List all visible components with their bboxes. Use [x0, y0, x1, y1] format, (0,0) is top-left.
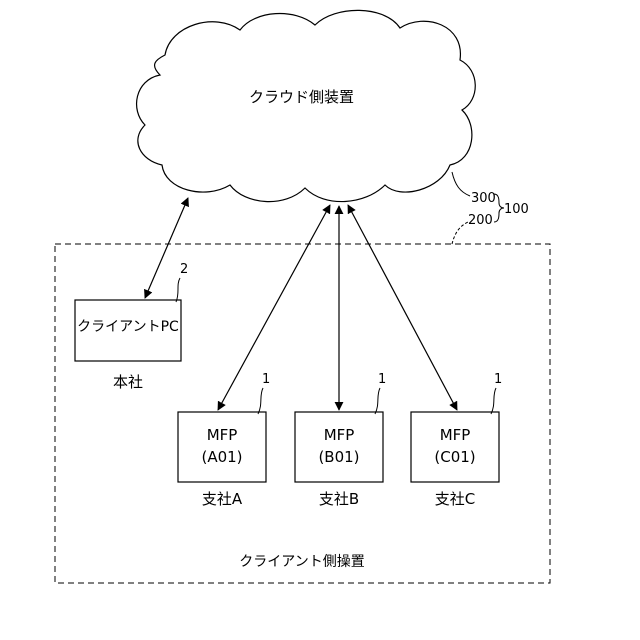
ref-1-label-b: 1	[378, 373, 386, 386]
ref-300-leader	[452, 172, 470, 196]
mfp-box-a	[178, 412, 266, 482]
cloud-label: クラウド側装置	[249, 90, 354, 105]
ref-300-label: 300	[471, 192, 496, 205]
ref-200-label: 200	[468, 214, 493, 227]
arrow-cloud-mfp-a	[218, 205, 330, 410]
headquarters-caption: 本社	[113, 375, 143, 390]
mfp-c-name: MFP	[440, 428, 471, 443]
ref-200-leader	[452, 222, 468, 244]
ref-1-leader-a	[258, 388, 263, 414]
ref-1-leader-c	[491, 388, 496, 414]
client-area-label: クライアント側操置	[239, 555, 364, 569]
branch-b-caption: 支社B	[319, 492, 359, 507]
mfp-b-name: MFP	[324, 428, 355, 443]
branch-c-caption: 支社C	[435, 492, 475, 507]
mfp-b-id: (B01)	[318, 450, 359, 465]
ref-2-label: 2	[180, 263, 188, 276]
mfp-box-c	[411, 412, 499, 482]
ref-1-leader-b	[375, 388, 380, 414]
mfp-a-name: MFP	[207, 428, 238, 443]
arrow-cloud-client-pc	[145, 198, 188, 298]
ref-100-label: 100	[504, 203, 529, 216]
mfp-box-b	[295, 412, 383, 482]
mfp-a-id: (A01)	[201, 450, 242, 465]
ref-1-label-c: 1	[494, 373, 502, 386]
ref-1-label-a: 1	[262, 373, 270, 386]
branch-a-caption: 支社A	[202, 492, 242, 507]
mfp-c-id: (C01)	[434, 450, 475, 465]
client-pc-label: クライアントPC	[77, 320, 179, 334]
arrow-cloud-mfp-c	[348, 205, 457, 410]
ref-2-leader	[176, 278, 180, 302]
